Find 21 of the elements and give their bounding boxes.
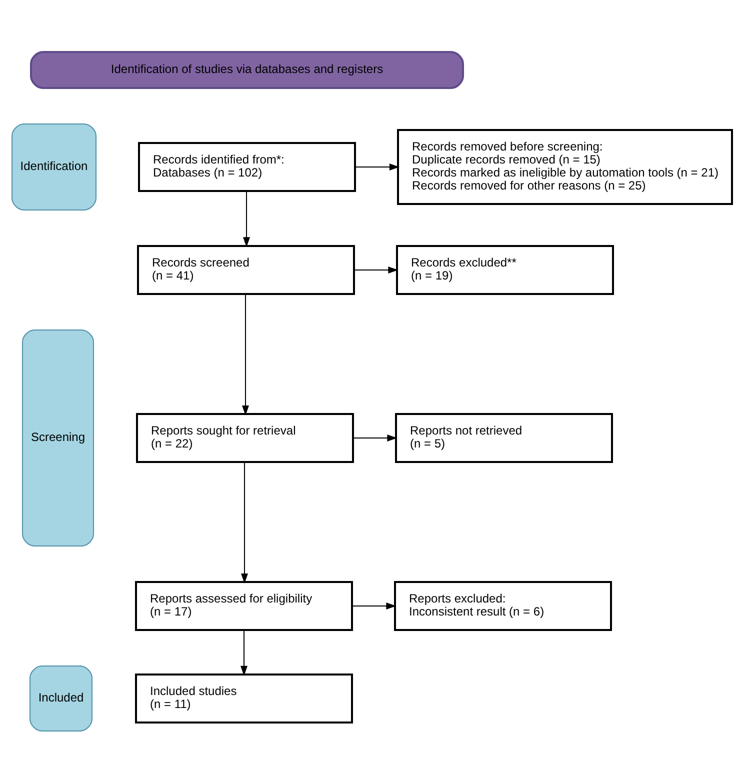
node-box: Records removed before screening: Duplicate records removed (n = 15) Records marked as ineligible by automation tools (n = 21) Records removed for other reasons (n = 25)	[397, 128, 733, 204]
node-box: Reports excluded: Inconsistent result (n = 6)	[394, 580, 612, 630]
node-box: Screening	[22, 329, 94, 546]
arrow	[240, 629, 248, 676]
node-box: Records identified from*: Databases (n = 102)	[138, 142, 356, 192]
node-box: Identification of studies via databases and registers	[30, 50, 464, 88]
arrow	[354, 163, 400, 170]
node-box: Included studies (n = 11)	[135, 673, 353, 723]
node-box: Records excluded** (n = 19)	[396, 244, 614, 294]
arrow	[242, 293, 249, 415]
node-box: Reports not retrieved (n = 5)	[395, 412, 613, 462]
arrow	[243, 190, 250, 247]
arrow	[241, 461, 248, 583]
node-box: Identification	[12, 123, 96, 210]
arrow	[354, 266, 398, 273]
arrow	[352, 434, 398, 441]
arrow	[352, 602, 396, 609]
node-box: Included	[30, 665, 92, 731]
node-box: Records screened (n = 41)	[137, 244, 355, 294]
node-box: Reports sought for retrieval (n = 22)	[136, 412, 354, 462]
node-box: Reports assessed for eligibility (n = 17)	[135, 580, 353, 630]
